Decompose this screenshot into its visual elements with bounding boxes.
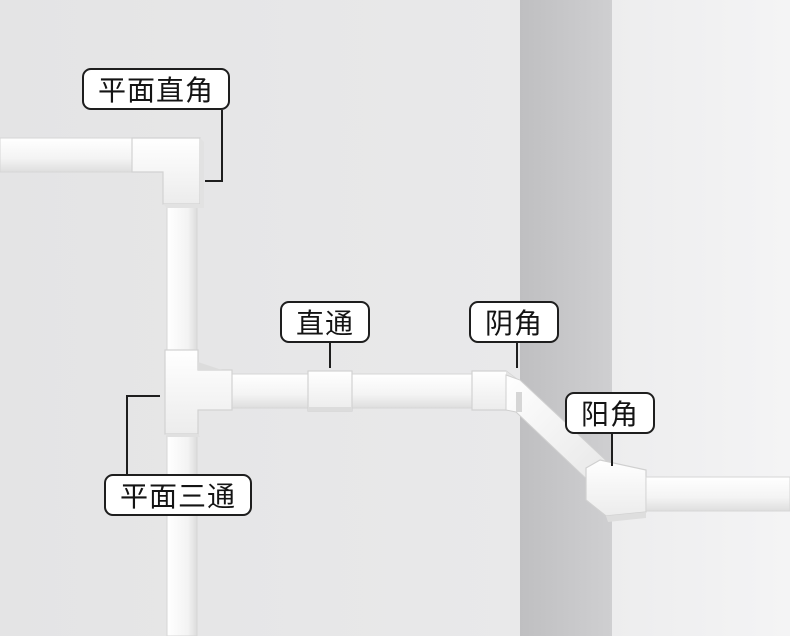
trunking-top-horizontal — [0, 137, 141, 173]
flat-tee-fitting — [164, 349, 233, 437]
label-outside-corner: 阳角 — [565, 392, 656, 434]
trunking-vertical-lower — [166, 431, 198, 636]
label-flat-elbow: 平面直角 — [82, 68, 231, 110]
trunking-vertical-upper — [166, 199, 198, 353]
label-straight-coupler: 直通 — [280, 301, 371, 343]
label-inside-corner: 阴角 — [469, 301, 560, 343]
straight-coupler-fitting — [307, 370, 353, 412]
flat-elbow-fitting — [131, 137, 204, 208]
leader-line-flat-tee — [126, 395, 160, 474]
outside-corner-fitting — [585, 459, 647, 522]
leader-line-flat-elbow — [205, 110, 223, 182]
trunking-right-horizontal — [645, 476, 790, 512]
left-wall — [0, 0, 520, 636]
right-wall — [612, 0, 790, 636]
label-flat-tee: 平面三通 — [104, 474, 253, 516]
